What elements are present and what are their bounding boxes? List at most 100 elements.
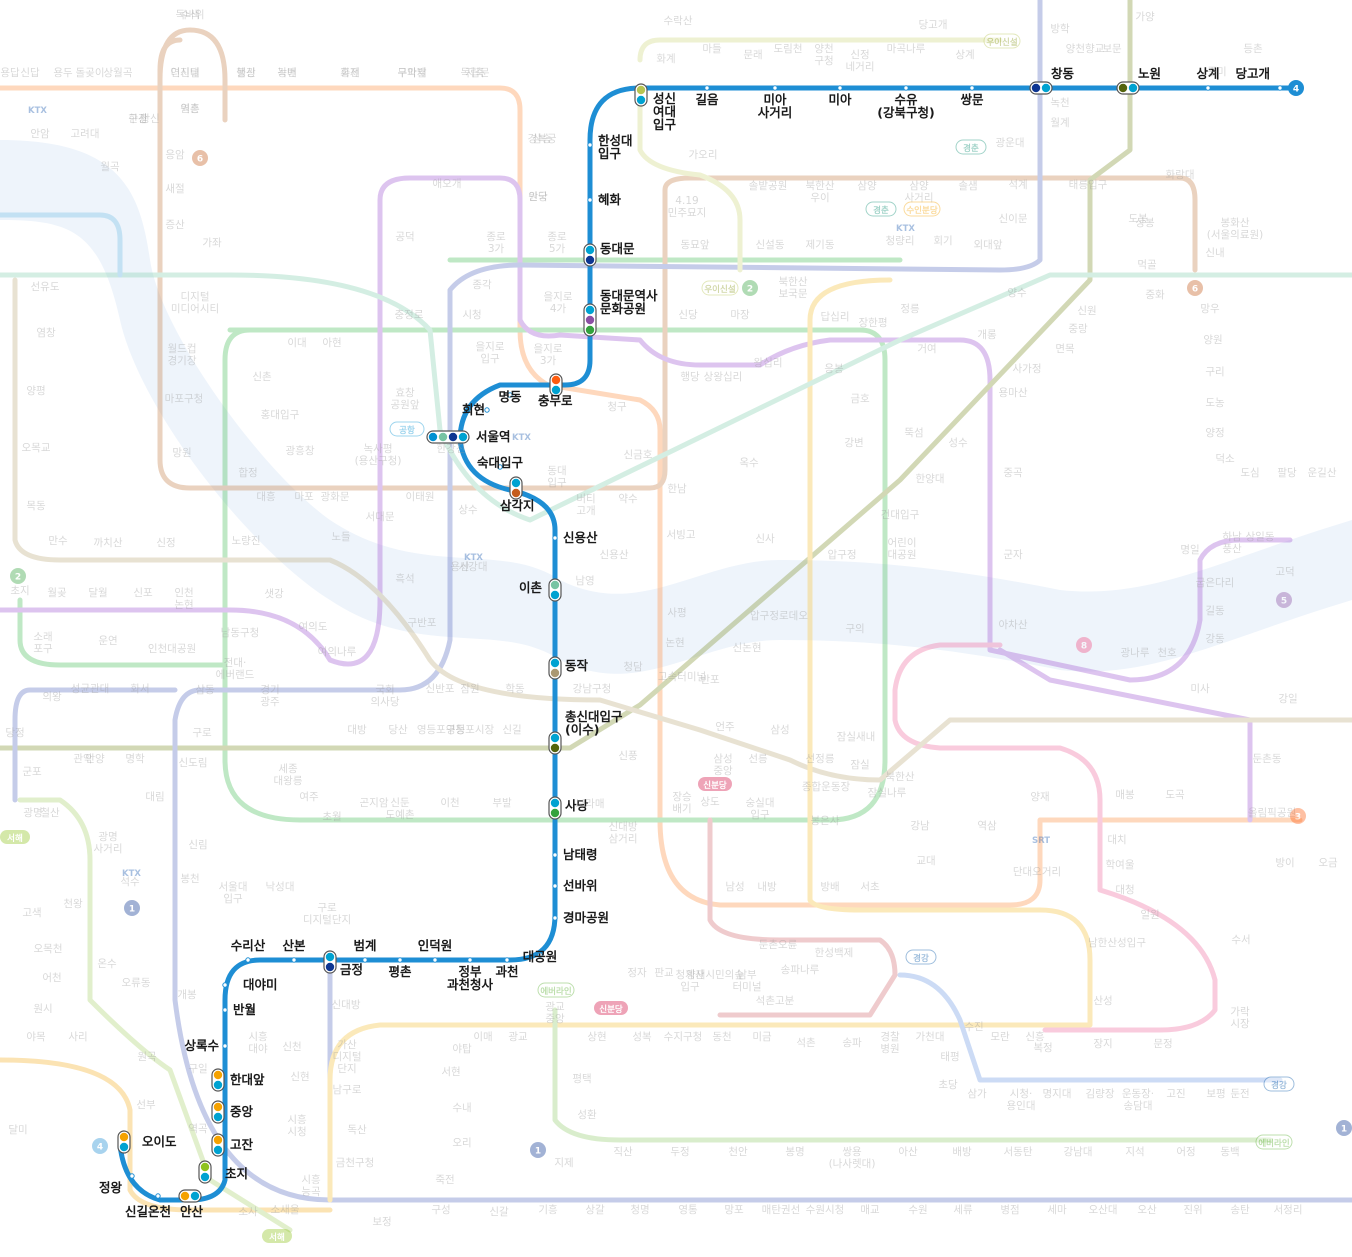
- station-label-other[interactable]: 수진: [964, 1021, 983, 1033]
- station-label-other[interactable]: 성수: [948, 437, 968, 449]
- station-daegongwon[interactable]: 대공원: [523, 949, 558, 964]
- station-label-other[interactable]: 마포: [294, 491, 314, 503]
- station-label-other[interactable]: 사리: [68, 1031, 87, 1043]
- station-label-other[interactable]: 초월: [322, 811, 341, 823]
- station-label-other[interactable]: 서초: [860, 881, 880, 893]
- station-label-other[interactable]: 증미: [1207, 66, 1226, 78]
- station-label-other[interactable]: 소새울: [271, 1204, 300, 1216]
- station-label-other[interactable]: 양수: [1007, 287, 1027, 299]
- station-label-other[interactable]: 신흥: [1025, 1030, 1045, 1043]
- station-dongdaemun[interactable]: 동대문: [583, 241, 635, 267]
- station-label-other[interactable]: 둔촌오륜: [759, 939, 798, 951]
- station-label-other[interactable]: 이매: [473, 1031, 492, 1043]
- station-label-other[interactable]: 석수: [120, 876, 140, 888]
- station-label-other[interactable]: 서현: [441, 1066, 460, 1078]
- station-label-other[interactable]: 도림천: [774, 43, 803, 55]
- station-label-other[interactable]: 노들: [331, 531, 351, 543]
- station-label-other[interactable]: 남한산성입구: [1088, 936, 1146, 949]
- station-label-other[interactable]: 구의: [845, 623, 864, 635]
- station-label-other[interactable]: 면목: [1055, 343, 1075, 355]
- station-label-other[interactable]: 보정: [372, 1216, 391, 1228]
- station-label-other[interactable]: 아산: [898, 1146, 918, 1158]
- station-label-other[interactable]: 만수: [48, 535, 68, 547]
- station-label-other[interactable]: 행당: [680, 371, 700, 383]
- station-label-other[interactable]: 이천: [440, 797, 459, 809]
- station-label-other[interactable]: 논현: [665, 637, 684, 649]
- station-label-other[interactable]: 신이문: [999, 213, 1028, 225]
- station-label-other[interactable]: 동천: [712, 1031, 731, 1043]
- station-label-other[interactable]: 시청·용인대: [1007, 1088, 1036, 1112]
- station-label-other[interactable]: 마곡나루: [887, 43, 926, 55]
- station-label-other[interactable]: 상월곡: [104, 67, 133, 79]
- station-label-other[interactable]: 옥수: [739, 457, 759, 469]
- station-label-other[interactable]: 도봉: [1128, 213, 1148, 225]
- station-label-other[interactable]: 창신: [140, 113, 159, 125]
- station-label-other[interactable]: 원곡: [137, 1051, 157, 1063]
- station-label-other[interactable]: 대방: [347, 724, 367, 736]
- station-label-other[interactable]: 강남대: [1064, 1146, 1093, 1158]
- station-label-other[interactable]: 서빙고: [667, 529, 696, 541]
- station-label-other[interactable]: 마포구청: [165, 393, 204, 405]
- station-label-other[interactable]: 가천대: [916, 1031, 945, 1043]
- station-label-other[interactable]: 상계: [955, 49, 974, 61]
- station-label-other[interactable]: 상수: [458, 504, 478, 516]
- station-label-other[interactable]: 지축: [465, 67, 485, 79]
- station-label-other[interactable]: 구산: [128, 113, 148, 125]
- station-label-other[interactable]: 월곡: [100, 161, 120, 173]
- station-label-other[interactable]: 양원: [1203, 334, 1222, 346]
- station-gwacheon[interactable]: 과천: [495, 957, 519, 979]
- station-label-other[interactable]: 천왕: [63, 898, 83, 910]
- station-label-other[interactable]: 명일: [1180, 543, 1199, 556]
- station-label-other[interactable]: 온수: [97, 958, 117, 970]
- station-label-other[interactable]: 역삼: [977, 820, 997, 832]
- station-label-other[interactable]: 서대문: [366, 511, 395, 523]
- station-label-other[interactable]: 남동구청: [221, 627, 260, 639]
- station-label-other[interactable]: 인천대공원: [148, 643, 196, 655]
- station-label-other[interactable]: 삼동: [195, 684, 215, 696]
- station-label-other[interactable]: 장한평: [859, 317, 888, 329]
- station-label-other[interactable]: 사가정: [1013, 363, 1042, 375]
- station-label-other[interactable]: 솔밭공원: [749, 180, 788, 192]
- station-label-other[interactable]: 오류동: [122, 977, 151, 989]
- station-label-other[interactable]: 중화: [1145, 289, 1165, 301]
- station-singiloncheon[interactable]: 신길온천: [125, 1193, 171, 1219]
- station-label-other[interactable]: 야탑: [452, 1042, 472, 1055]
- station-label-other[interactable]: 광화문: [321, 491, 350, 503]
- station-samgakji[interactable]: 삼각지: [500, 476, 535, 513]
- station-label-other[interactable]: 금호: [850, 393, 870, 405]
- station-label-other[interactable]: 광운대: [996, 137, 1025, 149]
- station-label-other[interactable]: 학동: [505, 683, 525, 695]
- station-label-other[interactable]: 초지: [10, 585, 29, 597]
- station-label-other[interactable]: 신천: [282, 1041, 301, 1053]
- station-label-other[interactable]: 광명: [23, 807, 42, 819]
- station-label-other[interactable]: 수원: [908, 1204, 927, 1216]
- station-label-other[interactable]: 석계: [1008, 179, 1027, 191]
- station-label-other[interactable]: 도농: [1205, 397, 1225, 409]
- station-label-other[interactable]: 답십리: [821, 311, 850, 323]
- station-label-other[interactable]: 종합운동장: [802, 781, 851, 793]
- station-changdong[interactable]: 창동: [1029, 66, 1075, 95]
- station-label-other[interactable]: 상도: [700, 796, 720, 808]
- station-label-other[interactable]: 두정: [670, 1146, 689, 1158]
- station-label-other[interactable]: 영통: [678, 1204, 698, 1216]
- station-label-other[interactable]: 구일: [188, 1062, 207, 1075]
- station-label-other[interactable]: 삼송: [532, 133, 552, 145]
- station-label-other[interactable]: 망포: [724, 1204, 744, 1216]
- station-label-other[interactable]: 오산: [1137, 1204, 1157, 1216]
- station-label-other[interactable]: 곤지암: [360, 797, 389, 809]
- station-label-other[interactable]: 뚝섬: [904, 427, 923, 439]
- station-label-other[interactable]: 불광: [236, 67, 256, 79]
